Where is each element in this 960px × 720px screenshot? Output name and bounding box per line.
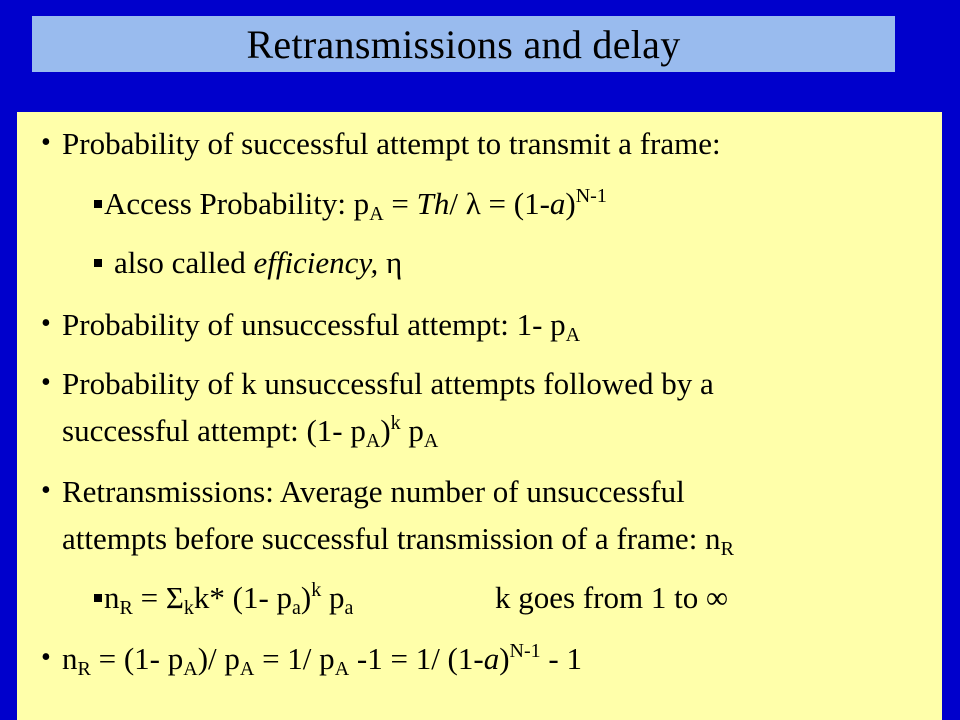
bullet-square xyxy=(94,259,102,267)
bullet-dot: • xyxy=(41,642,51,673)
bullet-dot: • xyxy=(41,367,51,398)
line-unsuccessful-probability: Probability of unsuccessful attempt: 1- … xyxy=(62,307,581,346)
content-panel: • Probability of successful attempt to t… xyxy=(17,112,942,720)
line-k-range: k goes from 1 to ∞ xyxy=(495,580,729,615)
bullet-dot: • xyxy=(41,127,51,158)
line-k-unsuccessful: Probability of k unsuccessful attempts f… xyxy=(62,366,714,401)
bullet-square xyxy=(94,594,102,602)
line-retransmissions-cont: attempts before successful transmission … xyxy=(62,521,734,560)
line-access-probability: Access Probability: pA = Th/ λ = (1-a)N-… xyxy=(104,185,607,225)
bullet-dot: • xyxy=(41,475,51,506)
line-nr-sum: nR = Σkk* (1- pa)k pa xyxy=(104,579,354,619)
line-nr-formula: nR = (1- pA)/ pA = 1/ pA -1 = 1/ (1-a)N-… xyxy=(62,640,582,680)
line-efficiency: also called efficiency, η xyxy=(114,245,403,280)
bullet-dot: • xyxy=(41,308,51,339)
line-k-unsuccessful-formula: successful attempt: (1- pA)k pA xyxy=(62,412,439,452)
line-success-probability: Probability of successful attempt to tra… xyxy=(62,126,721,161)
title-bar: Retransmissions and delay xyxy=(32,16,895,72)
line-retransmissions: Retransmissions: Average number of unsuc… xyxy=(62,474,685,509)
page-title: Retransmissions and delay xyxy=(246,21,681,67)
bullet-square xyxy=(94,200,102,208)
